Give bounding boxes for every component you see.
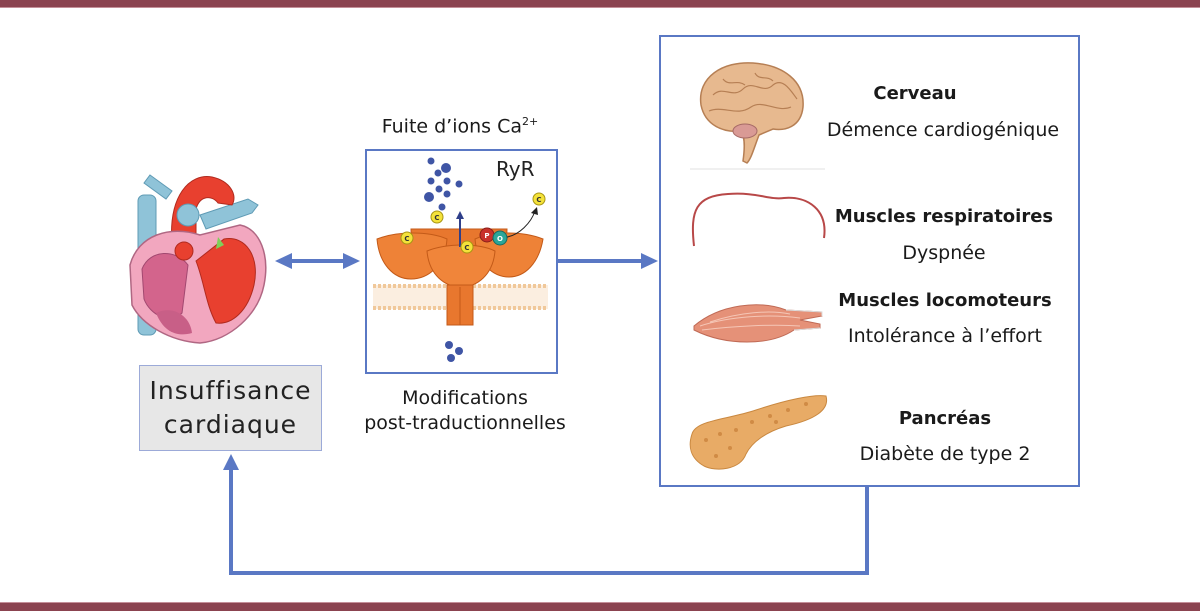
organ-effect-pancreas: Diabète de type 2 [859,443,1031,465]
brain-icon [699,62,804,164]
heart-anatomy-icon [129,174,267,344]
feedback-arrow [223,454,869,575]
calstabin-marker: C [434,214,439,222]
divider [690,168,825,170]
calcium-ions-cytosol [424,157,463,211]
calcium-leak-title-text: Fuite d’ions Ca [381,115,523,138]
pancreas-icon [689,395,828,470]
heart-failure-box: Insuffisance cardiaque [139,365,322,451]
bottom-frame-bar [0,602,1200,611]
top-frame-bar [0,0,1200,8]
organ-name-pancreas: Pancréas [898,408,992,429]
calstabin-marker: C [464,244,469,252]
oxidation-marker: O [497,235,503,243]
calcium-leak-title: Fuite d’ions Ca2+ [375,110,545,138]
organ-name-brain: Cerveau [873,83,957,104]
diaphragm-icon [691,192,826,247]
organ-name-respiratory-muscles: Muscles respiratoires [834,206,1054,227]
bidirectional-arrow [275,253,360,269]
ryanodine-receptor-channel-icon: C C C P O C [373,157,548,362]
phosphorylation-marker: P [484,232,489,240]
calstabin-release-arrow [506,210,536,238]
organ-effect-locomotor-muscles: Intolérance à l’effort [847,325,1043,347]
organ-effect-respiratory-muscles: Dyspnée [902,242,986,264]
organ-effect-brain: Démence cardiogénique [826,119,1060,141]
heart-failure-label-line2: cardiaque [163,410,298,439]
calcium-ions-reticulum [445,341,463,362]
skeletal-muscle-icon [693,304,823,343]
ryr-caption: Modifications post-traductionnelles [340,386,590,436]
organ-name-locomotor-muscles: Muscles locomoteurs [838,290,1052,311]
heart-failure-label-line1: Insuffisance [149,376,312,405]
ryr-caption-line2: post-traductionnelles [364,412,566,434]
arrow-to-organs [556,253,658,269]
released-calstabin-marker: C [536,196,541,204]
calstabin-marker: C [404,235,409,243]
calcium-charge-superscript: 2+ [522,115,539,128]
ryr-label: RyR [496,157,535,181]
ryr-caption-line1: Modifications [402,387,528,409]
